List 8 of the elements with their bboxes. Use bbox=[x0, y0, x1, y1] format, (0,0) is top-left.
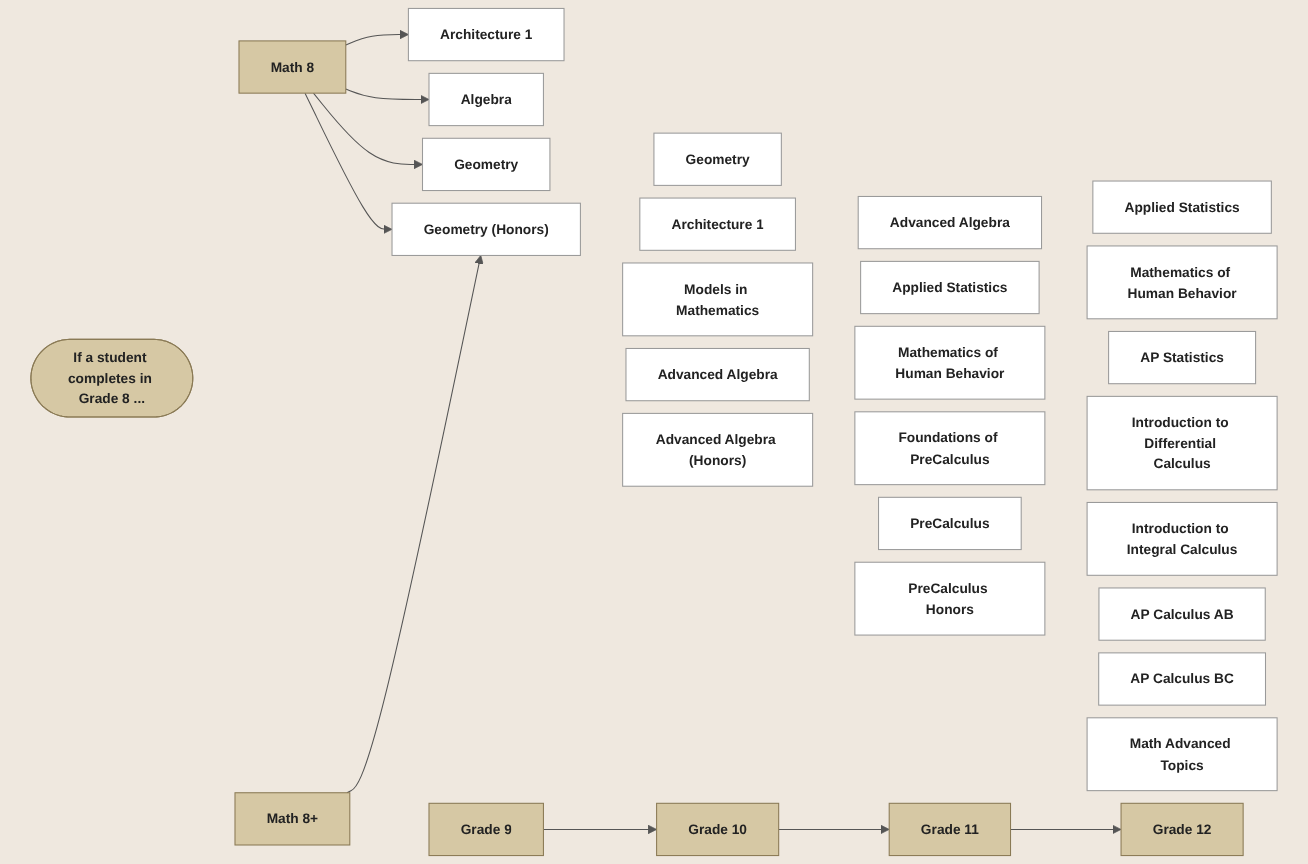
arrow bbox=[778, 824, 890, 835]
arrow bbox=[1010, 824, 1122, 835]
arrow bbox=[542, 824, 657, 835]
arrow bbox=[312, 92, 423, 170]
arrow bbox=[345, 29, 409, 46]
arrow bbox=[345, 88, 430, 105]
arrow bbox=[346, 255, 484, 794]
arrow bbox=[304, 92, 393, 234]
